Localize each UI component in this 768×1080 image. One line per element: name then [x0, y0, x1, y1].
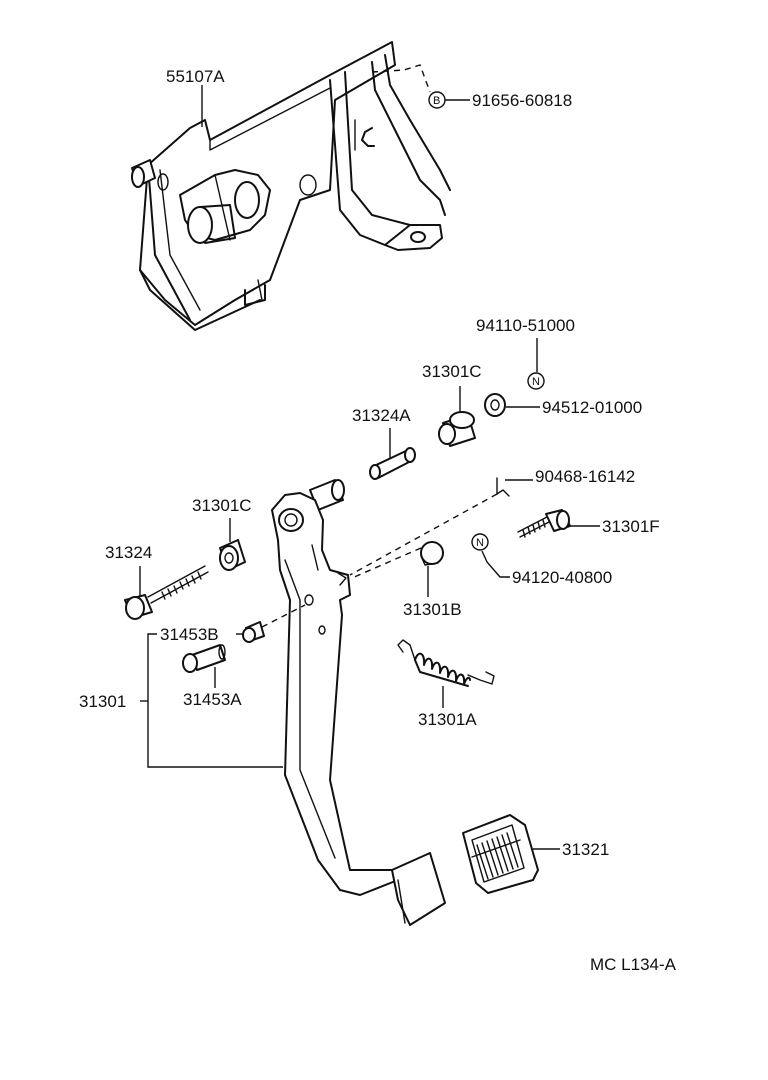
pin-31453A: [182, 644, 226, 673]
b-symbol-icon: B: [428, 91, 446, 109]
label-31301C-top: 31301C: [422, 362, 482, 381]
pedal-bracket-drawing: [131, 41, 451, 331]
pedal-pad-31321: [462, 814, 539, 894]
label-31301F: 31301F: [602, 517, 660, 536]
leader-dashed-31453: [261, 604, 306, 628]
bushing-31301C-top: [438, 411, 476, 447]
bolt-31301F: [517, 509, 571, 538]
label-31324: 31324: [105, 543, 152, 562]
label-31321: 31321: [562, 840, 609, 859]
b-symbol-letter: B: [433, 95, 440, 107]
leader-dashed-91656: [371, 64, 431, 93]
nut-n-symbol-2-icon: N: [471, 533, 489, 551]
label-90468-16142: 90468-16142: [535, 467, 635, 486]
label-31324A: 31324A: [352, 406, 411, 425]
label-55107A: 55107A: [166, 67, 225, 86]
label-31453A: 31453A: [183, 690, 242, 709]
bushing-31301C-left: [219, 539, 246, 571]
bolt-31324: [124, 565, 209, 620]
label-94110-51000: 94110-51000: [476, 316, 575, 335]
label-91656-60818: 91656-60818: [472, 91, 572, 110]
reference-code: MC L134-A: [590, 955, 677, 974]
bushing-31453B: [242, 621, 265, 643]
label-31301: 31301: [79, 692, 126, 711]
label-31301C-left: 31301C: [192, 496, 252, 515]
n-symbol-letter-2: N: [476, 537, 484, 549]
leader-94120: [481, 550, 510, 578]
leader-dashed-clip: [349, 493, 498, 576]
label-31453B: 31453B: [160, 625, 219, 644]
label-31301A: 31301A: [418, 710, 477, 729]
clip-90468: [496, 477, 510, 497]
sleeve-31324A: [369, 447, 416, 480]
clutch-pedal-arm-drawing: [271, 479, 446, 926]
label-31301B: 31301B: [403, 600, 462, 619]
label-94120-40800: 94120-40800: [512, 568, 612, 587]
stopper-31301B: [420, 541, 444, 566]
nut-n-symbol-icon: N: [527, 372, 545, 390]
spring-31301A: [397, 639, 495, 687]
n-symbol-letter-1: N: [532, 376, 540, 388]
washer-94512: [484, 393, 506, 417]
leader-dashed-stopper: [351, 547, 422, 579]
label-94512-01000: 94512-01000: [542, 398, 642, 417]
